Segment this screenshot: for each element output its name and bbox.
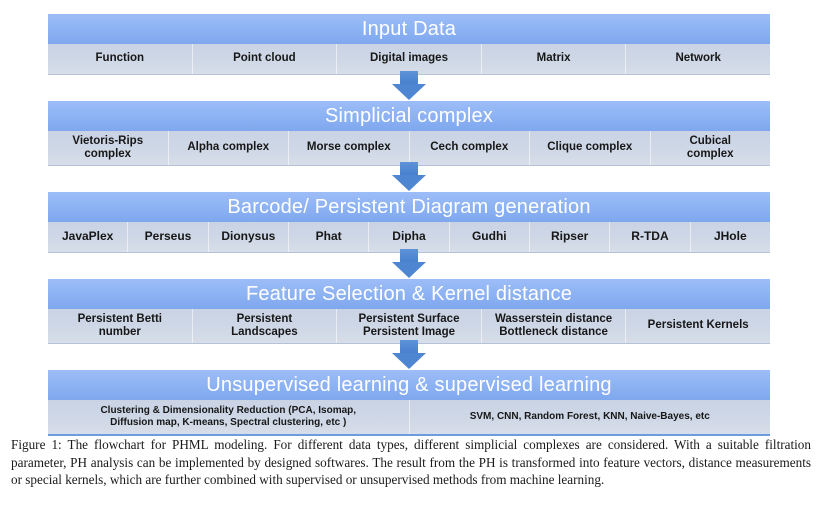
arrow-head bbox=[392, 262, 426, 278]
stage-title: Feature Selection & Kernel distance bbox=[48, 279, 770, 309]
stage-connector bbox=[48, 340, 770, 370]
stage-item: Cech complex bbox=[410, 131, 530, 165]
stage-item: Persistent Betti number bbox=[48, 309, 193, 343]
stage-item: Persistent Surface Persistent Image bbox=[337, 309, 482, 343]
stage-item: Point cloud bbox=[193, 44, 338, 74]
arrow-shaft bbox=[400, 249, 418, 263]
stage-item: Morse complex bbox=[289, 131, 410, 165]
stage-item: R-TDA bbox=[610, 222, 691, 252]
stage-item: JavaPlex bbox=[48, 222, 129, 252]
stage-connector bbox=[48, 249, 770, 279]
stage-item: Cubical complex bbox=[686, 135, 734, 160]
arrow-shaft bbox=[400, 340, 418, 354]
stage-item: Phat bbox=[289, 222, 370, 252]
stage-title: Barcode/ Persistent Diagram generation bbox=[48, 192, 770, 222]
stage-item: SVM, CNN, Random Forest, KNN, Naive-Baye… bbox=[469, 410, 710, 422]
stage-item: Persistent Landscapes bbox=[193, 309, 338, 343]
stage-item-row: Clustering & Dimensionality Reduction (P… bbox=[48, 400, 770, 436]
arrow-head bbox=[392, 84, 426, 100]
stage-connector bbox=[48, 162, 770, 192]
stage-item: Perseus bbox=[128, 222, 209, 252]
stage-item: Function bbox=[48, 44, 193, 74]
arrow-down-icon bbox=[392, 71, 426, 101]
stage-connector bbox=[48, 71, 770, 101]
stage-item: Persistent Kernels bbox=[647, 319, 749, 332]
stage-item: Vietoris-Rips complex bbox=[48, 131, 169, 165]
arrow-shaft bbox=[400, 71, 418, 85]
arrow-down-icon bbox=[392, 340, 426, 370]
stage-item: Gudhi bbox=[450, 222, 530, 252]
stage-title: Simplicial complex bbox=[48, 101, 770, 131]
stage-item: JHole bbox=[713, 229, 747, 244]
stage-block: Unsupervised learning & supervised learn… bbox=[48, 370, 770, 436]
arrow-shaft bbox=[400, 162, 418, 176]
stage-item: Clique complex bbox=[530, 131, 651, 165]
stage-item: Dionysus bbox=[209, 222, 289, 252]
stage-item: Ripser bbox=[530, 222, 611, 252]
stage-item: Dipha bbox=[369, 222, 450, 252]
stage-item: Wasserstein distance Bottleneck distance bbox=[482, 309, 627, 343]
arrow-down-icon bbox=[392, 162, 426, 192]
stage-item: Network bbox=[675, 52, 721, 65]
stage-item: Digital images bbox=[337, 44, 482, 74]
stage-item: Clustering & Dimensionality Reduction (P… bbox=[48, 400, 410, 434]
arrow-head bbox=[392, 175, 426, 191]
figure-caption: Figure 1: The flowchart for PHML modelin… bbox=[11, 437, 811, 488]
arrow-head bbox=[392, 353, 426, 369]
stage-item: Alpha complex bbox=[169, 131, 289, 165]
arrow-down-icon bbox=[392, 249, 426, 279]
stage-title: Unsupervised learning & supervised learn… bbox=[48, 370, 770, 400]
stage-title: Input Data bbox=[48, 14, 770, 44]
stage-item: Matrix bbox=[482, 44, 627, 74]
